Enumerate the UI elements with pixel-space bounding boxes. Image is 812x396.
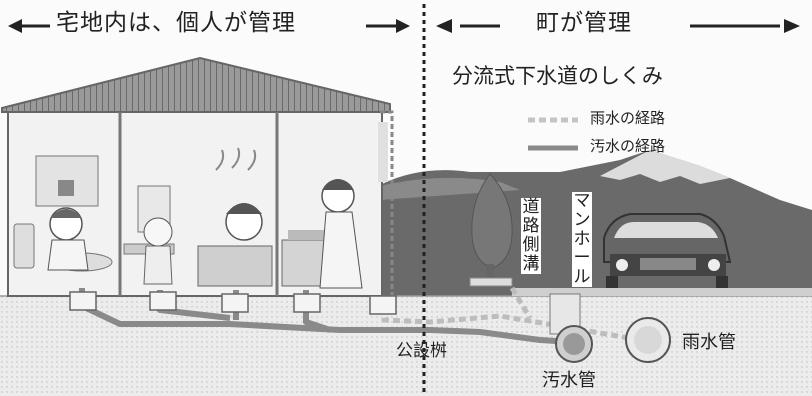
ground	[0, 296, 812, 396]
legend-waste-path: 汚水の経路	[590, 137, 666, 155]
legend-rain-path: 雨水の経路	[590, 109, 666, 127]
tree	[469, 173, 513, 287]
header-arrows	[8, 19, 800, 33]
manhole-shaft	[549, 293, 671, 363]
car	[603, 213, 732, 290]
inspection-pits	[69, 291, 397, 315]
diagram-title: 分流式下水道のしくみ	[452, 64, 663, 88]
manhole-label: マンホール	[572, 191, 592, 287]
public-basin-label: 公設桝	[396, 341, 447, 361]
legend-swatches	[528, 117, 578, 151]
mountains	[380, 150, 812, 300]
house	[1, 56, 394, 297]
sewage-pipe-label: 汚水管	[542, 370, 596, 391]
road	[512, 288, 812, 296]
road-gutter-label: 道路側溝	[521, 197, 541, 274]
town-management-label: 町が管理	[536, 10, 632, 36]
rain-pipe-label: 雨水管	[682, 332, 736, 353]
private-management-label: 宅地内は、個人が管理	[56, 10, 296, 36]
